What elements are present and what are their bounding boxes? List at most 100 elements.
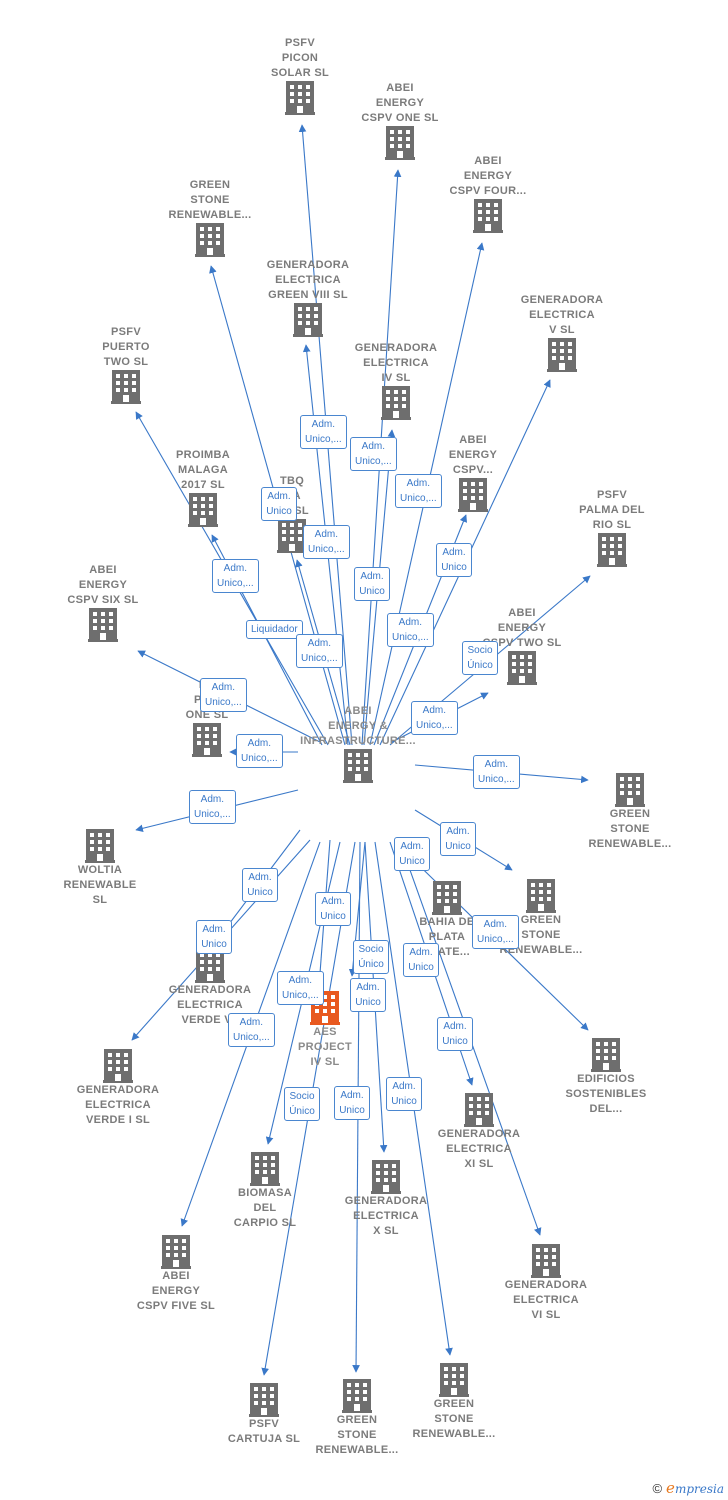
company-name: PROIMBA MALAGA 2017 SL xyxy=(175,449,231,491)
company-name: PSFV CARTUJA SL xyxy=(227,1418,301,1445)
company-name: GENERADORA ELECTRICA IV SL xyxy=(354,342,438,384)
relationship-label[interactable]: Socio Único xyxy=(353,940,389,974)
relationship-label[interactable]: Adm. Unico,... xyxy=(350,437,397,471)
relationship-label[interactable]: Adm. Unico xyxy=(394,837,430,871)
building-icon xyxy=(285,81,315,115)
company-node[interactable]: BIOMASA DEL CARPIO SL xyxy=(207,1152,323,1231)
company-name: BIOMASA DEL CARPIO SL xyxy=(233,1187,297,1229)
relationship-label[interactable]: Adm. Unico,... xyxy=(473,755,520,789)
building-icon xyxy=(531,1244,561,1278)
company-node[interactable]: GENERADORA ELECTRICA VERDE VII xyxy=(152,949,268,1028)
company-node[interactable]: ABEI ENERGY CSPV ONE SL xyxy=(342,81,458,160)
company-node[interactable]: ABEI ENERGY CSPV FIVE SL xyxy=(118,1235,234,1314)
company-node[interactable]: GREEN STONE RENEWABLE... xyxy=(572,773,688,852)
company-node[interactable]: GENERADORA ELECTRICA V SL xyxy=(504,293,620,372)
company-node[interactable]: GREEN STONE RENEWABLE... xyxy=(299,1379,415,1458)
company-node[interactable]: ABEI ENERGY CSPV... xyxy=(415,433,531,512)
relationship-label[interactable]: Adm. Unico xyxy=(403,943,439,977)
relationship-label[interactable]: Adm. Unico xyxy=(437,1017,473,1051)
relationship-label[interactable]: Adm. Unico,... xyxy=(303,525,350,559)
relationship-label[interactable]: Adm. Unico xyxy=(242,868,278,902)
company-name: ABEI ENERGY CSPV SIX SL xyxy=(67,564,139,606)
copyright-symbol: © xyxy=(652,1481,663,1496)
relationship-label[interactable]: Adm. Unico,... xyxy=(236,734,283,768)
relationship-label[interactable]: Adm. Unico xyxy=(386,1077,422,1111)
company-node[interactable]: GENERADORA ELECTRICA XI SL xyxy=(421,1093,537,1172)
building-icon xyxy=(85,829,115,863)
brand-initial: e xyxy=(666,1479,675,1497)
relationship-label[interactable]: Adm. Unico,... xyxy=(189,790,236,824)
company-name: GENERADORA ELECTRICA VERDE VII xyxy=(168,984,252,1026)
company-name: ABEI ENERGY CSPV ONE SL xyxy=(361,82,439,124)
company-name: GREEN STONE RENEWABLE... xyxy=(499,914,583,956)
building-icon xyxy=(188,493,218,527)
company-node[interactable]: ABEI ENERGY CSPV SIX SL xyxy=(45,563,161,642)
company-node[interactable]: GENERADORA ELECTRICA VERDE I SL xyxy=(60,1049,176,1128)
company-node[interactable]: PROIMBA MALAGA 2017 SL xyxy=(145,448,261,527)
relationship-label[interactable]: Socio Único xyxy=(462,641,498,675)
company-name: ABEI ENERGY & INFRASTRUCTURE... xyxy=(300,705,416,747)
relationship-label[interactable]: Adm. Unico xyxy=(354,567,390,601)
building-icon xyxy=(439,1363,469,1397)
relationship-label[interactable]: Adm. Unico xyxy=(436,543,472,577)
brand-name: mpresia xyxy=(674,1482,724,1496)
building-icon xyxy=(385,126,415,160)
building-icon xyxy=(597,533,627,567)
company-node[interactable]: PSFV PALMA DEL RIO SL xyxy=(554,488,670,567)
company-name: GENERADORA ELECTRICA V SL xyxy=(520,294,604,336)
relationship-label[interactable]: Adm. Unico xyxy=(261,487,297,521)
relationship-label[interactable]: Liquidador xyxy=(246,620,303,639)
building-icon xyxy=(547,338,577,372)
relationship-label[interactable]: Adm. Unico,... xyxy=(200,678,247,712)
company-node-main[interactable]: ABEI ENERGY & INFRASTRUCTURE... xyxy=(300,704,416,783)
building-icon xyxy=(591,1038,621,1072)
relationship-label[interactable]: Adm. Unico,... xyxy=(296,634,343,668)
building-icon xyxy=(88,608,118,642)
building-icon xyxy=(161,1235,191,1269)
company-node[interactable]: GENERADORA ELECTRICA VI SL xyxy=(488,1244,604,1323)
company-name: GENERADORA ELECTRICA XI SL xyxy=(437,1128,521,1170)
relationship-label[interactable]: Socio Único xyxy=(284,1087,320,1121)
company-node[interactable]: GREEN STONE RENEWABLE... xyxy=(483,879,599,958)
company-name: GENERADORA ELECTRICA VI SL xyxy=(504,1279,588,1321)
company-node[interactable]: WOLTIA RENEWABLE SL xyxy=(42,829,158,908)
building-icon xyxy=(507,651,537,685)
company-name: WOLTIA RENEWABLE SL xyxy=(63,864,137,906)
company-node[interactable]: GREEN STONE RENEWABLE... xyxy=(152,178,268,257)
relationship-label[interactable]: Adm. Unico xyxy=(440,822,476,856)
company-name: EDIFICIOS SOSTENIBLES DEL... xyxy=(565,1073,647,1115)
building-icon xyxy=(381,386,411,420)
relationship-label[interactable]: Adm. Unico,... xyxy=(387,613,434,647)
company-node[interactable]: PSFV PUERTO TWO SL xyxy=(68,325,184,404)
building-icon xyxy=(458,478,488,512)
company-node[interactable]: GENERADORA ELECTRICA GREEN VIII SL xyxy=(250,258,366,337)
relationship-label[interactable]: Adm. Unico xyxy=(315,892,351,926)
company-node[interactable]: GENERADORA ELECTRICA IV SL xyxy=(338,341,454,420)
relationship-label[interactable]: Adm. Unico,... xyxy=(300,415,347,449)
relationship-label[interactable]: Adm. Unico,... xyxy=(472,915,519,949)
building-icon xyxy=(195,949,225,983)
building-icon xyxy=(103,1049,133,1083)
company-node[interactable]: GREEN STONE RENEWABLE... xyxy=(396,1363,512,1442)
relationship-label[interactable]: Adm. Unico,... xyxy=(395,474,442,508)
company-node[interactable]: ABEI ENERGY CSPV FOUR... xyxy=(430,154,546,233)
relationship-label[interactable]: Adm. Unico xyxy=(196,920,232,954)
company-node[interactable]: PSFV CARTUJA SL xyxy=(206,1383,322,1447)
company-name: ABEI ENERGY CSPV FOUR... xyxy=(449,155,527,197)
relationship-label[interactable]: Adm. Unico,... xyxy=(212,559,259,593)
building-icon xyxy=(249,1383,279,1417)
company-name: ABEI ENERGY CSPV... xyxy=(448,434,498,476)
company-node[interactable]: PSFV PICON SOLAR SL xyxy=(242,36,358,115)
relationship-label[interactable]: Adm. Unico,... xyxy=(411,701,458,735)
company-node[interactable]: AES PROJECT IV SL xyxy=(267,991,383,1070)
relationship-label[interactable]: Adm. Unico,... xyxy=(277,971,324,1005)
relationship-label[interactable]: Adm. Unico,... xyxy=(228,1013,275,1047)
relationship-label[interactable]: Adm. Unico xyxy=(334,1086,370,1120)
building-icon xyxy=(111,370,141,404)
relationship-label[interactable]: Adm. Unico xyxy=(350,978,386,1012)
building-icon xyxy=(464,1093,494,1127)
company-node[interactable]: EDIFICIOS SOSTENIBLES DEL... xyxy=(548,1038,664,1117)
building-icon xyxy=(526,879,556,913)
company-node[interactable]: GENERADORA ELECTRICA X SL xyxy=(328,1160,444,1239)
